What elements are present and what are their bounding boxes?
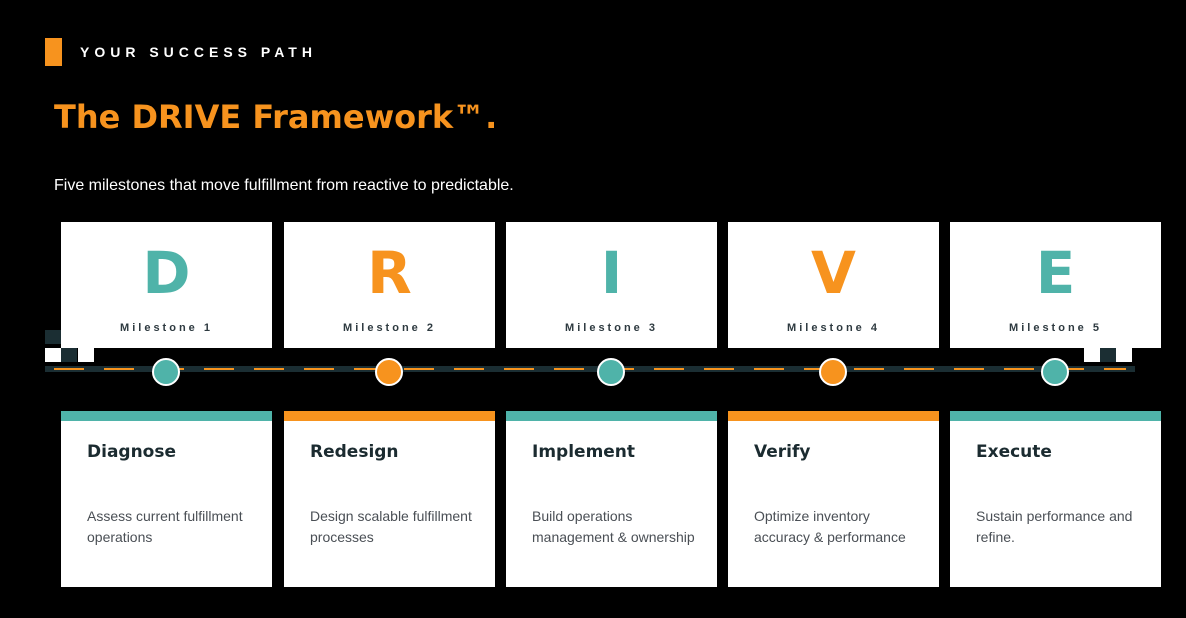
info-card-accent-bar	[284, 411, 495, 421]
decor-square	[45, 330, 61, 344]
letter-card-3: I Milestone 3	[506, 222, 717, 348]
info-card-description: Design scalable fulfillment processes	[310, 508, 472, 545]
info-card-description: Optimize inventory accuracy & performanc…	[754, 508, 906, 545]
letter-card-1: D Milestone 1	[61, 222, 272, 348]
info-card-description: Assess current fulfillment operations	[87, 508, 243, 545]
letter-card-4: V Milestone 4	[728, 222, 939, 348]
eyebrow-label: YOUR SUCCESS PATH	[80, 44, 317, 60]
milestone-label: Milestone 3	[565, 322, 658, 334]
milestone-letter: I	[600, 239, 623, 307]
info-card-5: Execute Sustain performance and refine.	[950, 411, 1161, 587]
letter-card-5: E Milestone 5	[950, 222, 1161, 348]
letter-card-2: R Milestone 2	[284, 222, 495, 348]
page-subtitle: Five milestones that move fulfillment fr…	[54, 177, 514, 194]
milestone-label: Milestone 2	[343, 322, 436, 334]
milestone-label: Milestone 4	[787, 322, 880, 334]
info-card-title: Execute	[976, 442, 1052, 462]
info-card-3: Implement Build operations management & …	[506, 411, 717, 587]
milestone-letter: R	[367, 239, 412, 307]
info-card-1: Diagnose Assess current fulfillment oper…	[61, 411, 272, 587]
milestone-letter: E	[1035, 239, 1076, 307]
decor-square	[78, 348, 94, 362]
milestone-node-2	[375, 358, 403, 386]
eyebrow-accent-bar	[45, 38, 62, 66]
page-title: The DRIVE Framework™.	[54, 98, 498, 136]
decor-square	[1084, 348, 1100, 362]
decor-square	[61, 348, 77, 362]
decor-square	[1116, 348, 1132, 362]
info-card-accent-bar	[728, 411, 939, 421]
milestone-node-3	[597, 358, 625, 386]
info-card-description: Build operations management & ownership	[532, 508, 695, 545]
info-card-title: Diagnose	[87, 442, 177, 462]
info-card-title: Implement	[532, 442, 636, 462]
info-card-accent-bar	[506, 411, 717, 421]
milestone-letter: V	[811, 239, 856, 307]
decor-square	[1100, 348, 1116, 362]
milestone-label: Milestone 5	[1009, 322, 1102, 334]
info-card-2: Redesign Design scalable fulfillment pro…	[284, 411, 495, 587]
info-card-description: Sustain performance and refine.	[976, 508, 1133, 545]
milestone-node-1	[152, 358, 180, 386]
milestone-label: Milestone 1	[120, 322, 213, 334]
info-card-title: Verify	[754, 442, 811, 462]
info-card-accent-bar	[950, 411, 1161, 421]
milestone-letter: D	[142, 239, 191, 307]
milestone-node-4	[819, 358, 847, 386]
milestone-node-5	[1041, 358, 1069, 386]
decor-square	[45, 348, 61, 362]
info-card-accent-bar	[61, 411, 272, 421]
timeline-dashes	[54, 368, 1126, 370]
info-card-4: Verify Optimize inventory accuracy & per…	[728, 411, 939, 587]
info-card-title: Redesign	[310, 442, 399, 462]
